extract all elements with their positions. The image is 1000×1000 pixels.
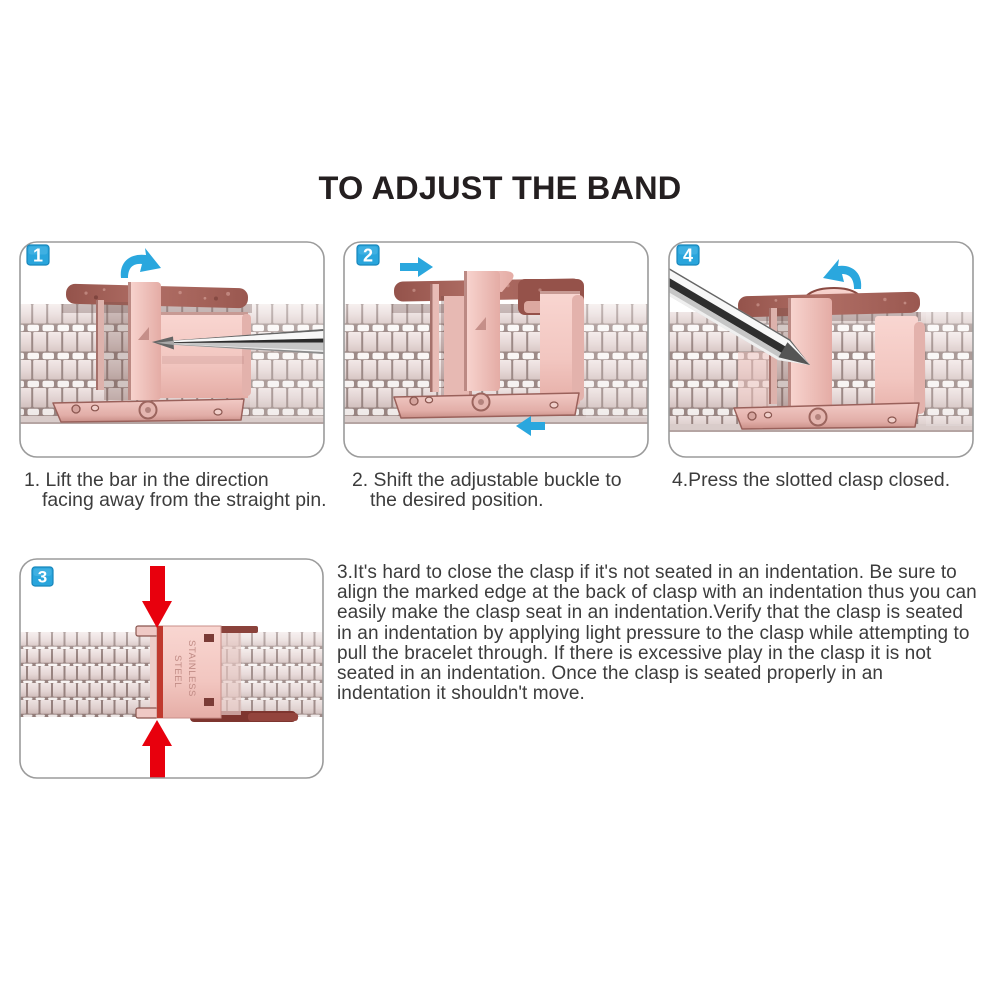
svg-text:1: 1 (33, 246, 43, 266)
svg-text:2: 2 (363, 246, 373, 266)
svg-text:3: 3 (38, 568, 47, 587)
svg-text:STEEL: STEEL (172, 655, 183, 688)
svg-text:4: 4 (683, 246, 693, 266)
svg-text:STAINLESS: STAINLESS (186, 640, 197, 697)
